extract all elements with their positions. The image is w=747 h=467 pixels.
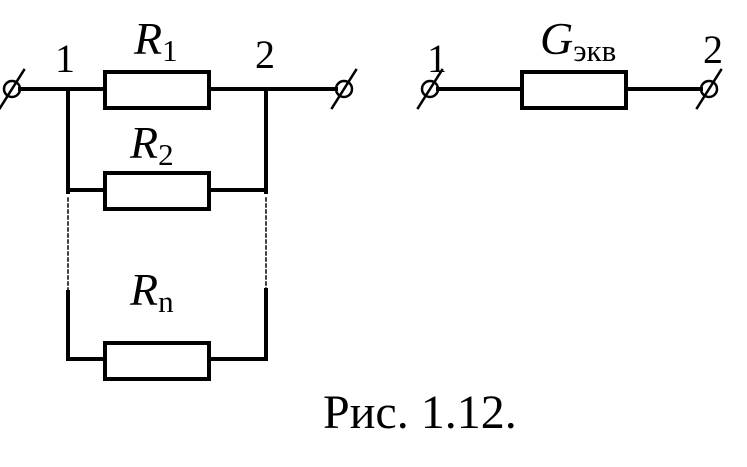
resistor-r1 <box>103 70 211 110</box>
label-rn: Rn <box>129 264 174 319</box>
node-label-2-right: 2 <box>703 27 723 72</box>
label-g-equivalent: Gэкв <box>540 13 616 68</box>
resistor-rn <box>103 341 211 381</box>
terminal-left-2-slash <box>330 68 358 110</box>
conductance-g <box>520 70 628 110</box>
terminal-right-2-slash <box>695 68 723 110</box>
node-label-2-left: 2 <box>255 32 275 77</box>
node-label-1-right: 1 <box>427 36 447 81</box>
resistor-r2 <box>103 171 211 211</box>
label-r2: R2 <box>129 117 174 172</box>
terminal-left-1-slash <box>0 68 26 110</box>
figure-caption: Рис. 1.12. <box>323 386 517 439</box>
terminal-right-1-slash <box>416 68 444 110</box>
node-label-1-left: 1 <box>55 36 75 81</box>
label-r1: R1 <box>133 13 178 68</box>
